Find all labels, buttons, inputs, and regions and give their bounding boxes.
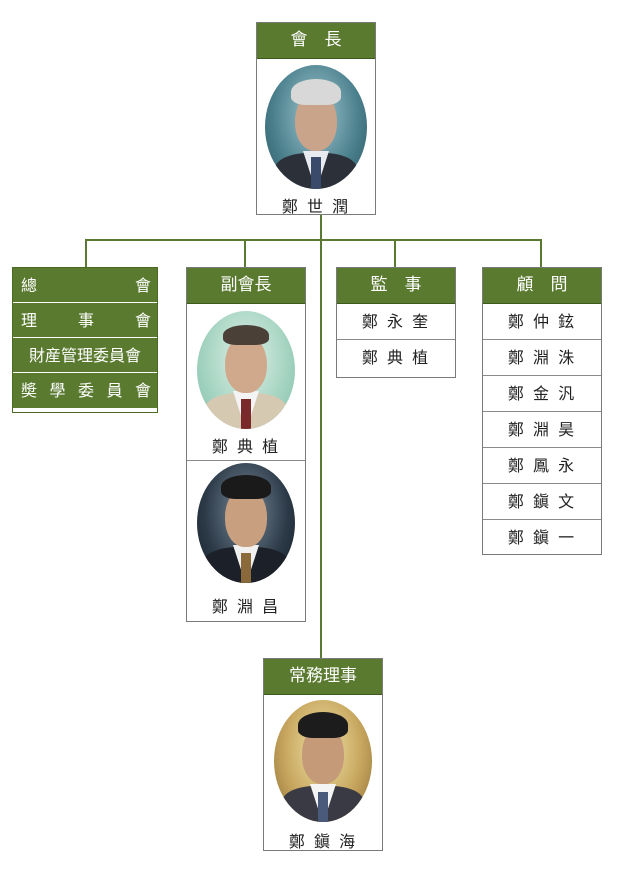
executive-title: 常務理事 (264, 659, 382, 695)
advisor-name-4: 鄭 淵 昊 (483, 412, 601, 448)
connector-general (85, 239, 87, 268)
connector-executive (320, 239, 322, 659)
chairman-name: 鄭 世 潤 (281, 197, 351, 216)
chairman-photo (257, 59, 375, 189)
advisor-name-6: 鄭 鎭 文 (483, 484, 601, 520)
connector-auditor (394, 239, 396, 268)
vice-name-1: 鄭 典 植 (211, 437, 281, 456)
general-item-board: 理事會 (13, 303, 157, 338)
chairman-box: 會 長 鄭 世 潤 (256, 22, 376, 216)
auditor-name-2: 鄭 典 植 (361, 348, 431, 367)
general-item-property: 財産管理委員會 (13, 338, 157, 373)
chairman-title: 會 長 (257, 23, 375, 59)
general-box: 總會 理事會 財産管理委員會 奬學委員會 (12, 267, 158, 413)
connector-vice (244, 239, 246, 268)
advisor-name-7: 鄭 鎭 一 (507, 528, 577, 547)
vice-name-2: 鄭 淵 昌 (211, 597, 281, 616)
vice-member-2: 鄭 淵 昌 (187, 461, 305, 621)
advisor-title: 顧 問 (483, 268, 601, 304)
auditor-title: 監 事 (337, 268, 455, 304)
advisor-box: 顧 問 鄭 仲 鉉 鄭 淵 洙 鄭 金 汎 鄭 淵 昊 鄭 鳳 永 鄭 鎭 文 … (482, 267, 602, 555)
vice-member-1: 鄭 典 植 (187, 304, 305, 461)
auditor-box: 監 事 鄭 永 奎 鄭 典 植 (336, 267, 456, 378)
connector-chairman-down (320, 214, 322, 240)
executive-name: 鄭 鎭 海 (288, 832, 358, 851)
vice-title: 副會長 (187, 268, 305, 304)
general-item-scholarship: 奬學委員會 (13, 373, 157, 408)
executive-box: 常務理事 鄭 鎭 海 (263, 658, 383, 851)
advisor-name-3: 鄭 金 汎 (483, 376, 601, 412)
vice-box: 副會長 鄭 典 植 鄭 淵 昌 (186, 267, 306, 622)
vice-photo-2 (187, 461, 305, 583)
connector-horizontal (85, 239, 542, 241)
executive-photo (264, 695, 382, 822)
vice-photo-1 (187, 304, 305, 429)
advisor-name-5: 鄭 鳳 永 (483, 448, 601, 484)
auditor-name-1: 鄭 永 奎 (337, 304, 455, 340)
advisor-name-1: 鄭 仲 鉉 (483, 304, 601, 340)
advisor-name-2: 鄭 淵 洙 (483, 340, 601, 376)
general-item-assembly: 總會 (13, 268, 157, 303)
connector-advisor (540, 239, 542, 268)
